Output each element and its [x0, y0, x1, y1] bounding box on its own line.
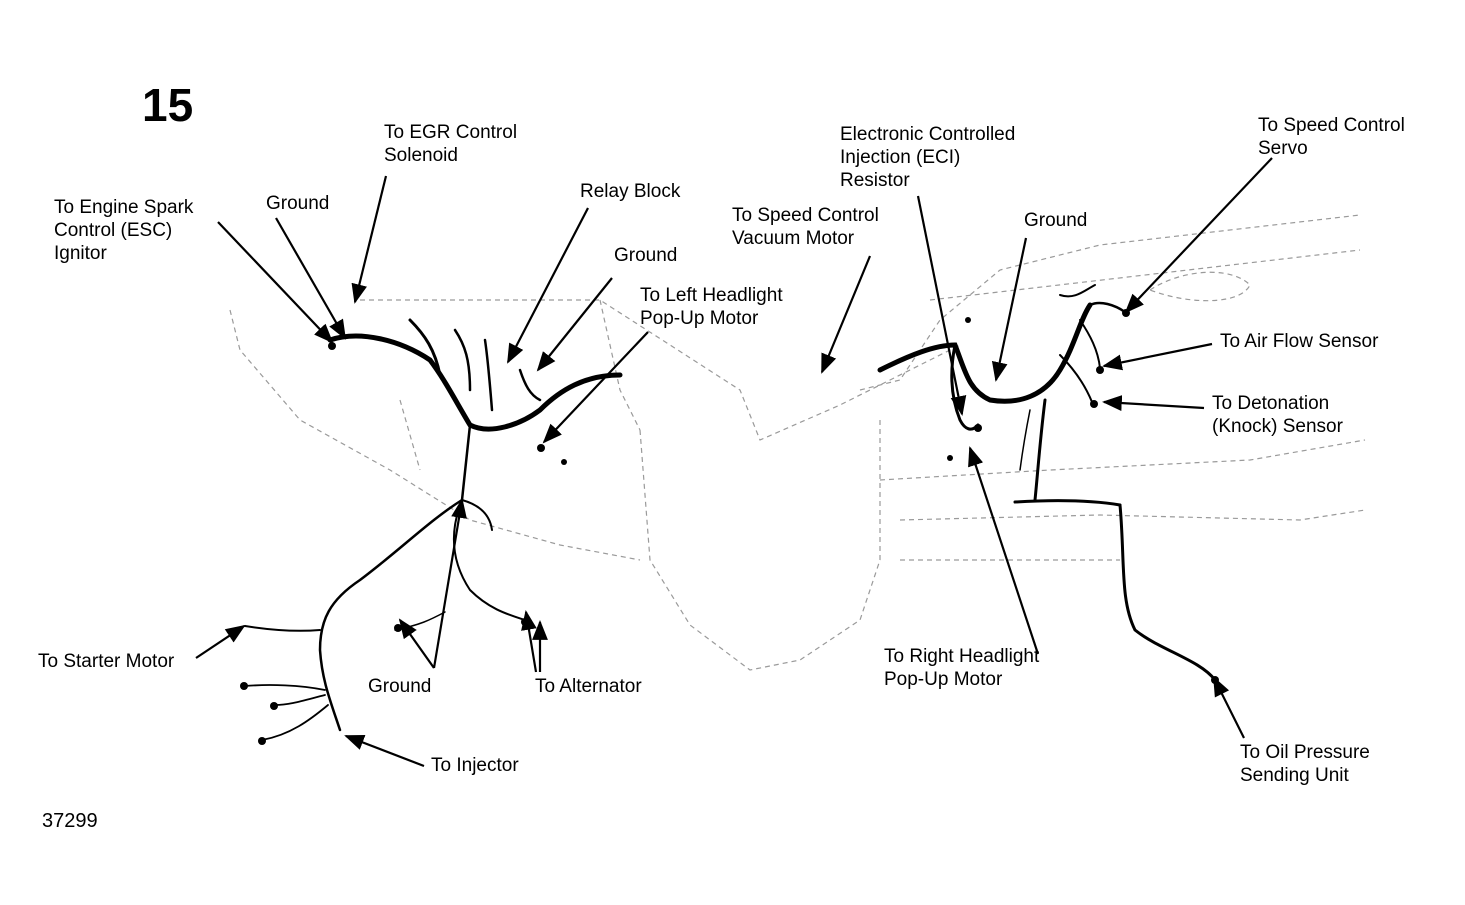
label-ground-bottom: Ground	[368, 676, 432, 697]
label-line: To EGR Control	[384, 122, 518, 143]
figure-id: 37299	[42, 810, 98, 832]
right-harness	[877, 284, 1217, 682]
label-oil-pressure: To Oil Pressure Sending Unit	[1240, 741, 1370, 787]
label-line: To Speed Control	[1258, 115, 1405, 136]
label-left-headlight: To Left Headlight Pop-Up Motor	[640, 284, 783, 330]
label-line: Pop-Up Motor	[884, 669, 1003, 690]
label-relay-block: Relay Block	[580, 181, 681, 202]
label-line: To Left Headlight	[640, 285, 783, 306]
label-injector: To Injector	[431, 755, 519, 776]
leader-arrows	[195, 157, 1273, 768]
label-speed-servo: To Speed Control Servo	[1258, 114, 1405, 160]
label-line: Solenoid	[384, 145, 458, 166]
label-line: Electronic Controlled	[840, 124, 1016, 145]
label-line: To Engine Spark	[54, 197, 194, 218]
label-line: To Right Headlight	[884, 646, 1040, 667]
label-line: Vacuum Motor	[732, 228, 855, 249]
label-ground-right: Ground	[1024, 210, 1088, 231]
label-line: Pop-Up Motor	[640, 308, 759, 329]
left-harness	[244, 318, 623, 741]
label-ground-top: Ground	[266, 193, 330, 214]
label-line: To Oil Pressure	[1240, 742, 1370, 763]
figure-number: 15	[142, 79, 194, 131]
vehicle-body-outline	[229, 214, 1366, 671]
label-esc-ignitor: To Engine Spark Control (ESC) Ignitor	[54, 196, 193, 265]
label-knock-sensor: To Detonation (Knock) Sensor	[1212, 392, 1343, 438]
label-ground-mid: Ground	[614, 245, 678, 266]
label-line: Control (ESC)	[54, 220, 173, 241]
label-starter-motor: To Starter Motor	[38, 651, 175, 672]
label-line: Ignitor	[54, 243, 107, 264]
label-line: To Speed Control	[732, 205, 879, 226]
label-eci-resistor: Electronic Controlled Injection (ECI) Re…	[840, 123, 1015, 192]
label-line: Servo	[1258, 138, 1308, 159]
label-line: To Detonation	[1212, 393, 1330, 414]
label-line: Resistor	[840, 170, 910, 191]
label-speed-vacuum: To Speed Control Vacuum Motor	[732, 204, 879, 250]
label-line: Injection (ECI)	[840, 147, 961, 168]
label-alternator: To Alternator	[535, 676, 642, 697]
label-egr-solenoid: To EGR Control Solenoid	[384, 121, 517, 167]
label-air-flow: To Air Flow Sensor	[1220, 331, 1379, 352]
connectors	[240, 309, 1219, 745]
label-line: (Knock) Sensor	[1212, 416, 1343, 437]
label-line: Sending Unit	[1240, 765, 1349, 786]
label-right-headlight: To Right Headlight Pop-Up Motor	[884, 645, 1039, 691]
